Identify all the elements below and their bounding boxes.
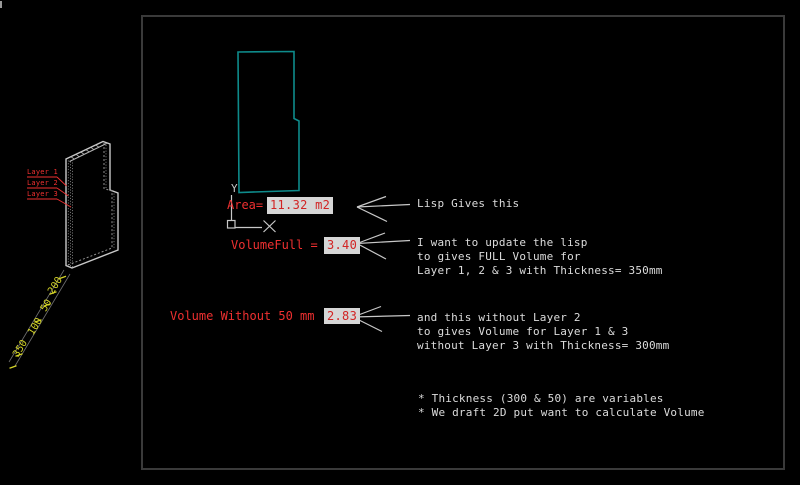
note-line: without Layer 3 with Thickness= 300mm: [417, 339, 670, 352]
arrow-area: [356, 195, 411, 223]
ucs-y-label: Y: [231, 182, 238, 195]
volume-without-label[interactable]: Volume Without 50 mm: [170, 308, 315, 323]
arrow-volume-full: [356, 232, 411, 260]
volume-full-label[interactable]: VolumeFull =: [231, 238, 318, 252]
drawing-frame: [141, 15, 785, 470]
note-line: I want to update the lisp: [417, 235, 588, 249]
layer-3-label[interactable]: Layer 3: [27, 190, 58, 198]
iso-panel[interactable]: [65, 140, 119, 269]
volume-without-value-field[interactable]: 2.83: [324, 307, 361, 324]
layer-2-label[interactable]: Layer 2: [27, 179, 58, 187]
dimension-ticks: [9, 275, 67, 369]
note-line: to gives FULL Volume for: [417, 249, 581, 263]
layer-1-label[interactable]: Layer 1: [27, 168, 58, 176]
profile-polyline[interactable]: [237, 50, 300, 194]
note-line: and this without Layer 2: [417, 311, 581, 324]
footnote-line: * We draft 2D put want to calculate Volu…: [418, 406, 705, 419]
leader-arrows: [352, 195, 411, 333]
volume-full-value-field[interactable]: 3.40: [324, 237, 361, 254]
area-label[interactable]: Area=: [227, 197, 264, 212]
layer-leaders: [27, 176, 72, 208]
area-value-field[interactable]: 11.32 m2: [267, 196, 334, 214]
note-without-layer2[interactable]: and this without Layer 2 to gives Volume…: [417, 311, 669, 353]
note-line: to gives Volume for Layer 1 & 3: [417, 325, 629, 338]
dimension-lines: [8, 269, 71, 367]
footnotes[interactable]: * Thickness (300 & 50) are variables * W…: [418, 392, 705, 420]
viewport-corner-tick: [0, 1, 2, 8]
arrow-volume-without: [352, 305, 411, 333]
note-update-lisp[interactable]: I want to update the lisp to gives FULL …: [417, 236, 663, 278]
footnote-line: * Thickness (300 & 50) are variables: [418, 392, 664, 405]
note-line: Layer 1, 2 & 3 with Thickness= 350mm: [417, 263, 663, 277]
ucs-icon: [226, 195, 276, 233]
note-lisp-gives[interactable]: Lisp Gives this: [417, 197, 520, 210]
